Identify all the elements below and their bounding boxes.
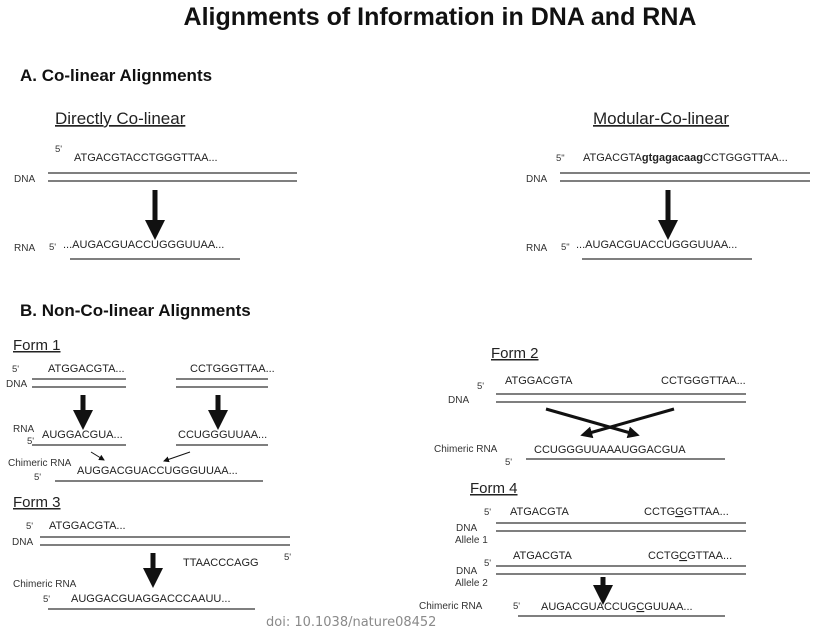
dna-label: DNA <box>456 566 477 577</box>
five-prime-marker: 5' <box>513 601 520 612</box>
dna-sequence-right: CCTGGGTTAA... <box>190 363 275 375</box>
modular-colinear-label: Modular-Co-linear <box>593 109 729 128</box>
dna-label: DNA <box>14 174 35 185</box>
dna-label: DNA <box>456 523 477 534</box>
allele-1-sequence-right: CCTGGGTTAA... <box>644 506 729 518</box>
dna-sequence: ATGGACGTA... <box>49 520 126 532</box>
five-prime-marker: 5" <box>561 242 570 253</box>
five-prime-marker: 5' <box>484 558 491 569</box>
panel-form-1: Form 1 5' ATGGACGTA... CCTGGGTTAA... DNA… <box>6 337 275 483</box>
form-3-label: Form 3 <box>13 494 61 511</box>
panel-modular-colinear: Modular-Co-linear 5" ATGACGTAgtgagacaagC… <box>526 109 810 260</box>
allele-2-seq-post: GTTAA... <box>687 550 732 562</box>
rna-sequence: ...AUGACGUACCUGGGUUAA... <box>576 239 737 251</box>
chimeric-rna-label: Chimeric RNA <box>8 458 72 469</box>
crossing-arrow-left-to-right <box>545 407 640 439</box>
allele-2-sequence-right: CCTGCGTTAA... <box>648 550 732 562</box>
allele-1-variant-base: G <box>675 506 684 518</box>
crossing-arrow-right-to-left <box>580 407 675 439</box>
chimeric-rna-sequence: AUGGACGUACCUGGGUUAA... <box>77 465 238 477</box>
chimeric-seq-pre: AUGACGUACCUG <box>541 601 636 613</box>
allele-2-seq-pre: CCTG <box>648 550 679 562</box>
splice-arrow-left <box>90 451 105 461</box>
dna-sequence: ATGACGTAgtgagacaagCCTGGGTTAA... <box>583 152 788 164</box>
chimeric-rna-label: Chimeric RNA <box>13 579 77 590</box>
five-prime-marker: 5' <box>477 381 484 392</box>
dna-sequence-left: ATGGACGTA... <box>48 363 125 375</box>
panel-form-4: Form 4 5' ATGACGTA CCTGGGTTAA... DNA All… <box>419 480 746 617</box>
five-prime-marker: 5' <box>484 507 491 518</box>
dna-sequence-left: ATGGACGTA <box>505 375 573 387</box>
allele-1-label: Allele 1 <box>455 535 488 546</box>
chimeric-rna-sequence: AUGACGUACCUGCGUUAA... <box>541 601 693 613</box>
doi-citation: doi: 10.1038/nature08452 <box>266 615 437 630</box>
directly-colinear-label: Directly Co-linear <box>55 109 186 128</box>
form-1-label: Form 1 <box>13 337 61 354</box>
dna-label: DNA <box>12 537 33 548</box>
allele-2-label: Allele 2 <box>455 578 488 589</box>
five-prime-marker: 5' <box>55 144 62 155</box>
dna-label: DNA <box>526 174 547 185</box>
dna-sequence-right: CCTGGGTTAA... <box>661 375 746 387</box>
allele-2-sequence-left: ATGACGTA <box>513 550 573 562</box>
chimeric-rna-label: Chimeric RNA <box>419 601 483 612</box>
exon-1-sequence: ATGACGTA <box>583 152 643 164</box>
five-prime-marker: 5' <box>43 594 50 605</box>
five-prime-marker: 5' <box>27 436 34 447</box>
allele-1-sequence-left: ATGACGTA <box>510 506 570 518</box>
antisense-five-prime-marker: 5' <box>284 552 291 563</box>
form-2-label: Form 2 <box>491 345 539 362</box>
chimeric-variant-base: C <box>636 601 644 613</box>
allele-1-seq-post: GTTAA... <box>684 506 729 518</box>
five-prime-marker: 5' <box>12 364 19 375</box>
section-b-heading: B. Non-Co-linear Alignments <box>20 301 251 320</box>
exon-2-sequence: CCTGGGTTAA... <box>703 152 788 164</box>
chimeric-rna-sequence: CCUGGGUUAAAUGGACGUA <box>534 444 686 456</box>
panel-form-3: Form 3 5' ATGGACGTA... DNA 5' TTAACCCAGG… <box>12 494 291 610</box>
figure-title: Alignments of Information in DNA and RNA <box>184 3 697 31</box>
rna-sequence: ...AUGACGUACCUGGGUUAA... <box>63 239 224 251</box>
dna-label: DNA <box>6 379 27 390</box>
dna-sequence: ATGACGTACCTGGGTTAA... <box>74 152 218 164</box>
chimeric-rna-label: Chimeric RNA <box>434 444 498 455</box>
panel-directly-colinear: Directly Co-linear 5' ATGACGTACCTGGGTTAA… <box>14 109 297 260</box>
section-a-heading: A. Co-linear Alignments <box>20 66 212 85</box>
allele-1-seq-pre: CCTG <box>644 506 675 518</box>
five-prime-marker: 5" <box>556 153 565 164</box>
panel-form-2: Form 2 5' ATGGACGTA CCTGGGTTAA... DNA Ch… <box>434 345 746 468</box>
rna-label: RNA <box>14 243 35 254</box>
five-prime-marker: 5' <box>505 457 512 468</box>
five-prime-marker: 5' <box>34 472 41 483</box>
splice-arrow-right <box>163 451 191 463</box>
intron-sequence: gtgagacaag <box>642 152 703 164</box>
rna-sequence-right: CCUGGGUUAA... <box>178 429 267 441</box>
rna-label: RNA <box>13 424 34 435</box>
rna-sequence-left: AUGGACGUA... <box>42 429 123 441</box>
dna-label: DNA <box>448 395 469 406</box>
allele-2-variant-base: C <box>679 550 687 562</box>
five-prime-marker: 5' <box>49 242 56 253</box>
five-prime-marker: 5' <box>26 521 33 532</box>
antisense-sequence: TTAACCCAGG <box>183 557 259 569</box>
form-4-label: Form 4 <box>470 480 518 497</box>
chimeric-rna-sequence: AUGGACGUAGGACCCAAUU... <box>71 593 231 605</box>
rna-label: RNA <box>526 243 547 254</box>
chimeric-seq-post: GUUAA... <box>644 601 692 613</box>
